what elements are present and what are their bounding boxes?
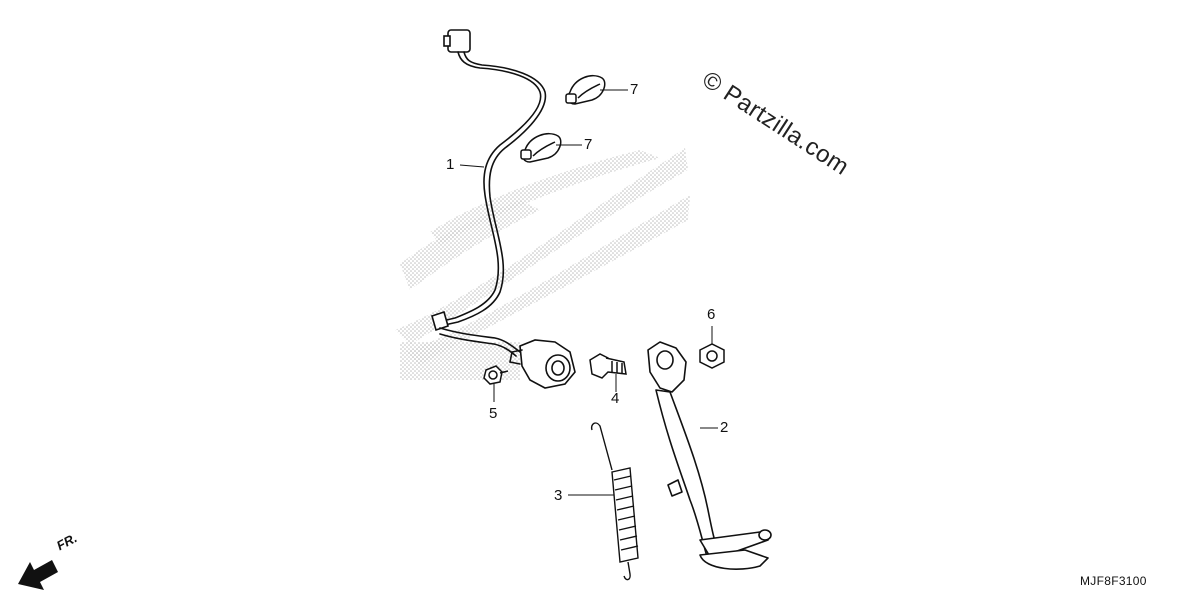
pivot-bolt — [589, 353, 627, 379]
callout-1[interactable]: 1 — [446, 156, 455, 173]
front-direction-arrow-icon — [18, 560, 58, 590]
side-stand-switch-harness — [431, 29, 576, 389]
switch-bolt — [483, 365, 509, 385]
side-stand — [647, 341, 772, 570]
pivot-nut — [699, 343, 725, 369]
wire-clamp-upper — [565, 74, 606, 105]
callout-6[interactable]: 6 — [707, 306, 716, 323]
diagram-code: MJF8F3100 — [1080, 574, 1147, 588]
side-stand-spring — [590, 422, 639, 581]
callout-4[interactable]: 4 — [611, 390, 620, 407]
callout-3[interactable]: 3 — [554, 487, 563, 504]
callout-5[interactable]: 5 — [489, 405, 498, 422]
wire-clamp-lower — [520, 132, 562, 163]
callout-2[interactable]: 2 — [720, 419, 729, 436]
wing-logo-background — [395, 148, 690, 380]
leader-lines — [459, 89, 718, 496]
callout-7-upper[interactable]: 7 — [630, 81, 639, 98]
callout-7-lower[interactable]: 7 — [584, 136, 593, 153]
